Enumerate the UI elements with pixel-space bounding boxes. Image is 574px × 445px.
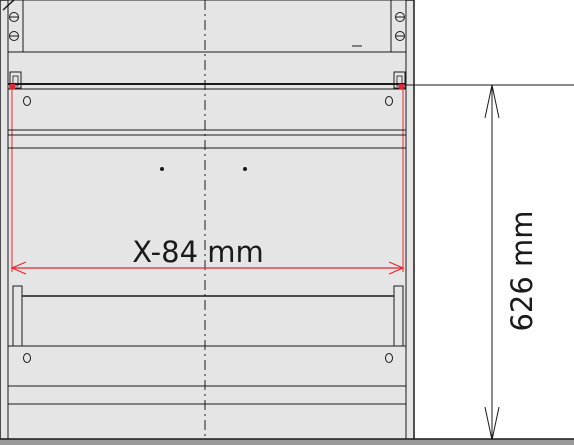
- cable-hook: [2, 0, 15, 11]
- lower-drawer-left-runner: [12, 285, 23, 347]
- width-dimension: [10, 261, 405, 275]
- height-dimension: [406, 84, 574, 441]
- mount-marker-right: [399, 84, 404, 89]
- screw-icon: [9, 12, 19, 22]
- handle-dot: [243, 167, 247, 171]
- cabinet-body: [0, 0, 415, 441]
- drawer-hole: [385, 96, 393, 106]
- height-dimension-label: 626 mm: [505, 210, 539, 331]
- width-dimension-label: X-84 mm: [132, 235, 264, 269]
- drawer-hole: [385, 353, 393, 363]
- drawer-hole: [23, 96, 31, 106]
- top-panel: [7, 0, 407, 53]
- left-bracket: [9, 71, 22, 89]
- handle-dot: [160, 167, 164, 171]
- screw-icon: [395, 31, 405, 41]
- mount-marker-left: [10, 84, 15, 89]
- lower-drawer-right-runner: [393, 285, 404, 347]
- screw-icon: [9, 31, 19, 41]
- floor-line: [0, 439, 574, 445]
- drawer-hole: [23, 353, 31, 363]
- screw-icon: [395, 12, 405, 22]
